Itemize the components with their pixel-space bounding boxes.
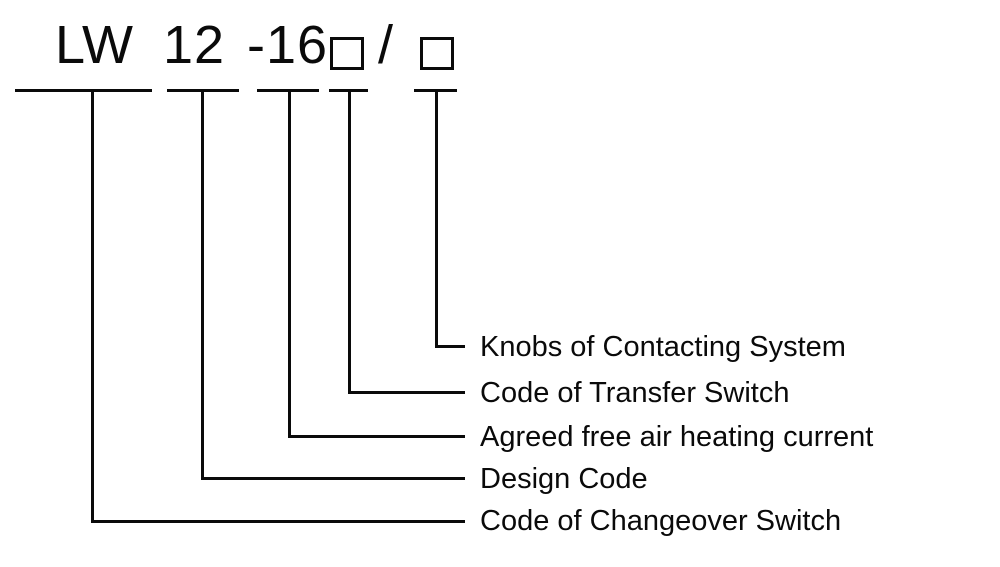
label-code-of-changeover-switch: Code of Changeover Switch (480, 505, 842, 537)
placeholder-box-icon (330, 37, 364, 70)
connector-line-heating (288, 89, 291, 438)
label-knobs-of-contacting-system: Knobs of Contacting System (480, 331, 846, 363)
connector-line-design (201, 89, 204, 480)
label-code-of-transfer-switch: Code of Transfer Switch (480, 377, 790, 409)
connector-line-changeover-horizontal (91, 520, 465, 523)
slash-separator-text: / (378, 15, 395, 75)
connector-line-knobs-horizontal (435, 345, 465, 348)
label-agreed-free-air-heating-current: Agreed free air heating current (480, 421, 874, 453)
connector-line-transfer (348, 89, 351, 394)
placeholder-box-icon (420, 37, 454, 70)
design-code-text: 12 (163, 15, 226, 75)
connector-line-changeover (91, 89, 94, 523)
underline-prefix (15, 89, 152, 92)
model-prefix-text: LW (55, 15, 134, 75)
connector-line-heating-horizontal (288, 435, 465, 438)
current-code-text: -16 (247, 15, 329, 75)
label-design-code: Design Code (480, 463, 648, 495)
connector-line-transfer-horizontal (348, 391, 465, 394)
connector-line-design-horizontal (201, 477, 465, 480)
connector-line-knobs (435, 89, 438, 348)
